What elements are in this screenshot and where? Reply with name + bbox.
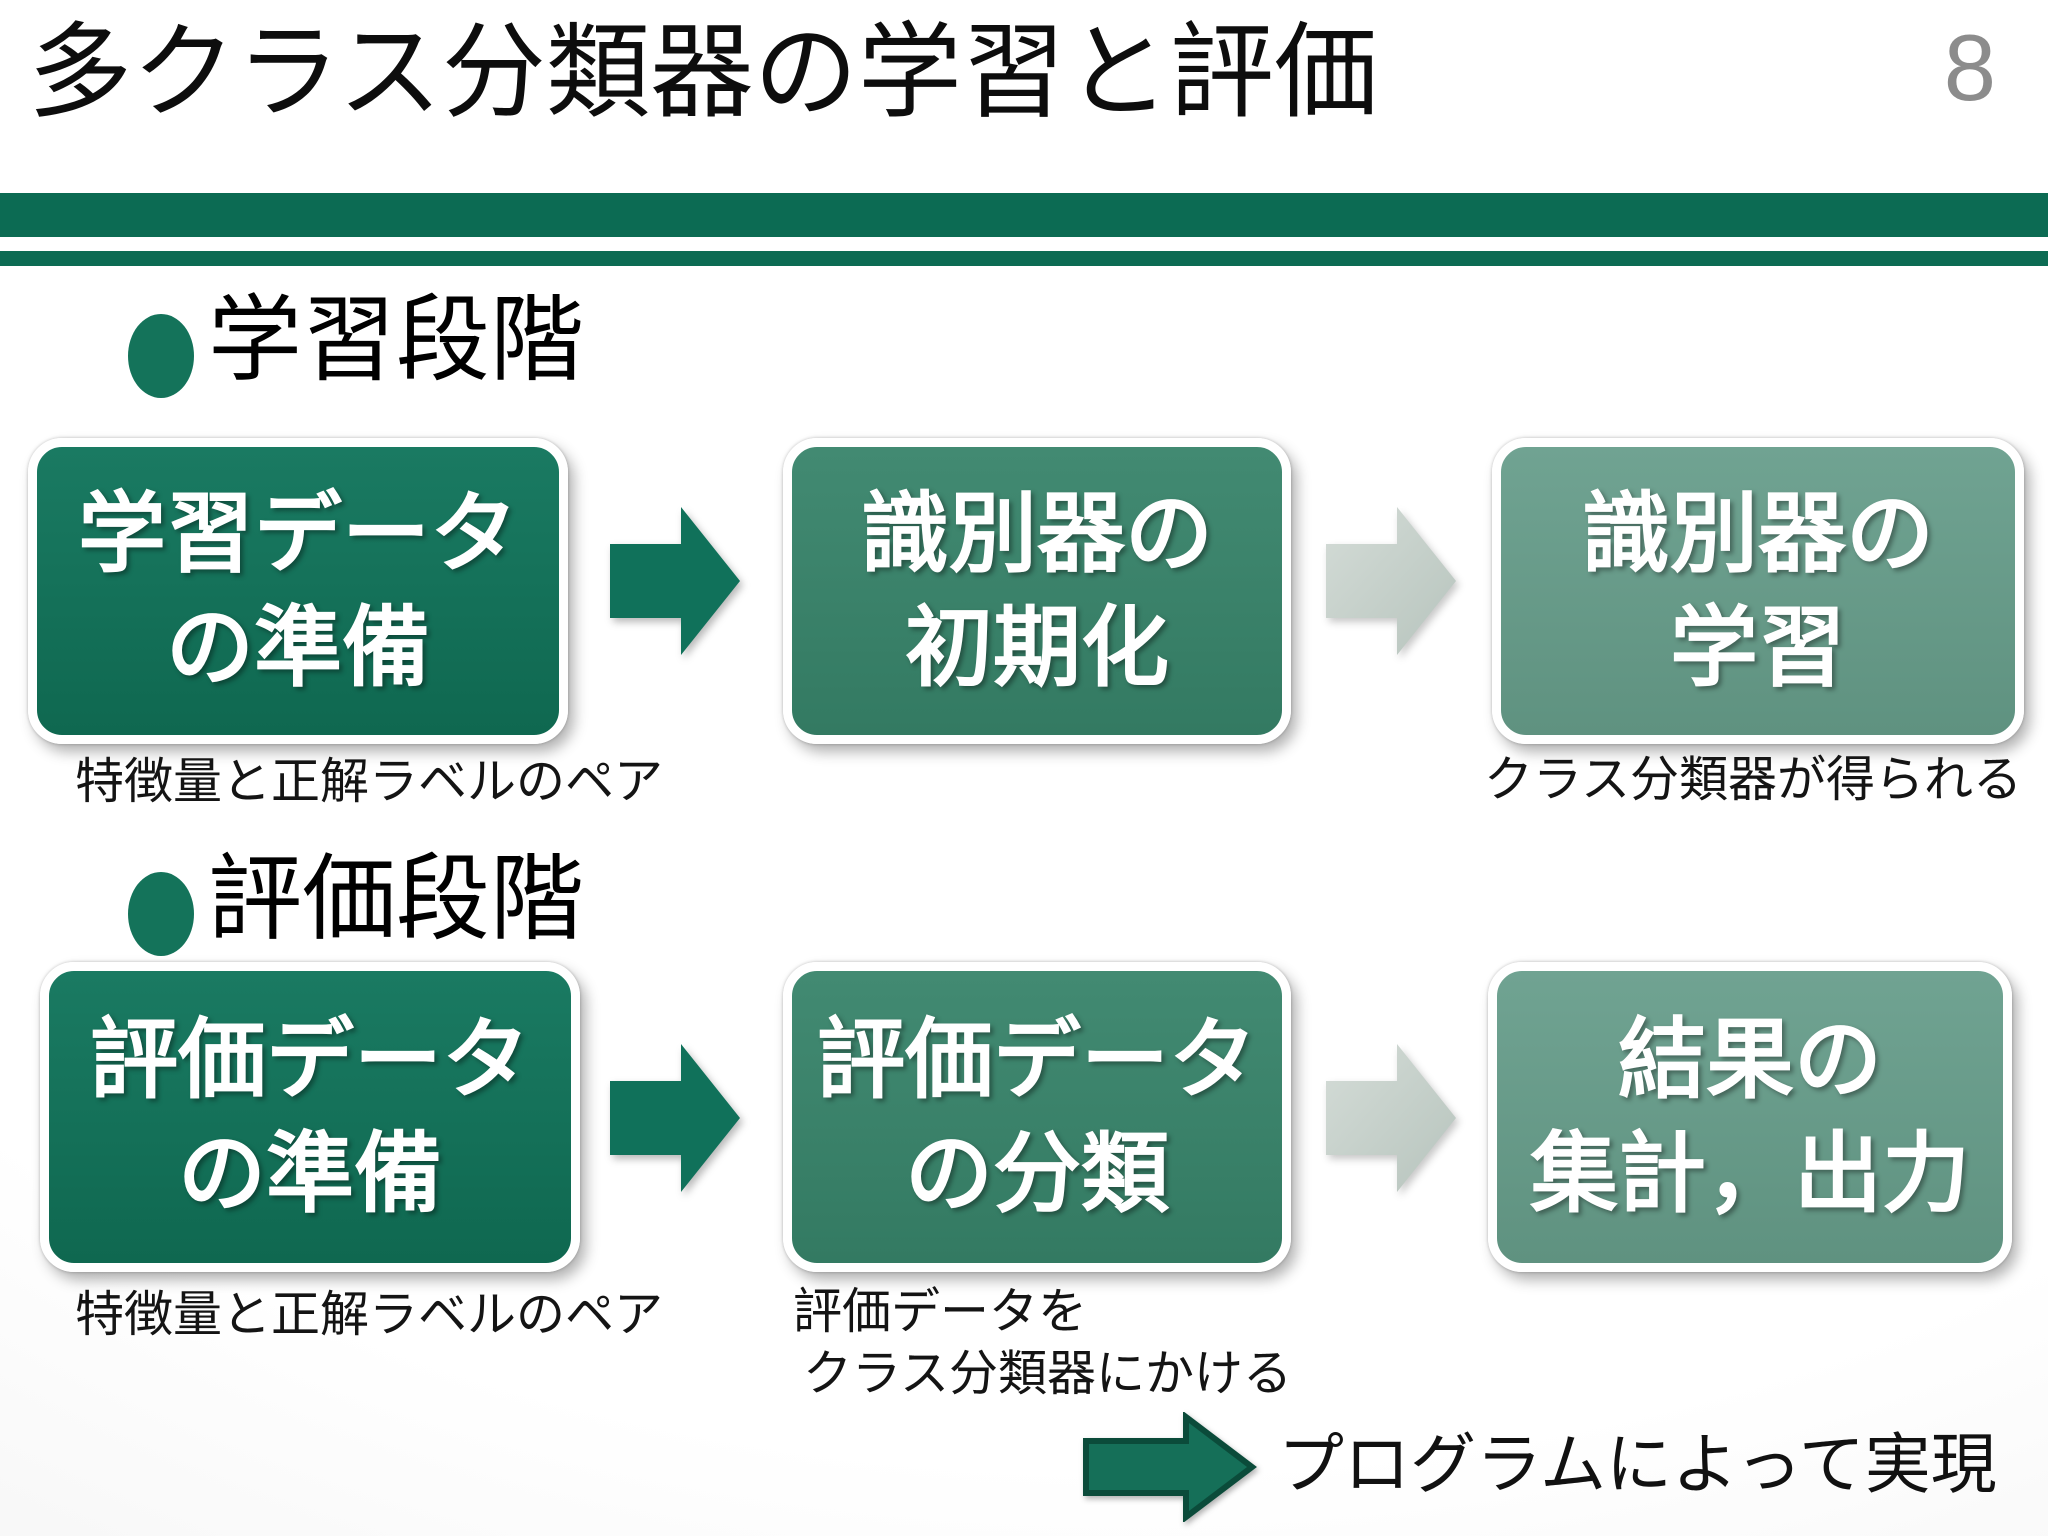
flow-box-line: 学習 bbox=[1669, 598, 1846, 697]
flow-box-training-data-preparation: 学習データ の準備 bbox=[28, 438, 568, 744]
legend-arrow-icon bbox=[1083, 1412, 1257, 1522]
flow-box-line: 学習データ bbox=[77, 483, 518, 583]
bullet-icon bbox=[128, 872, 194, 956]
flow-box-line: 識別器の bbox=[860, 483, 1213, 583]
caption-apply-classifier: 評価データを クラス分類器にかける bbox=[793, 1282, 1292, 1405]
flow-box-line: の準備 bbox=[165, 598, 430, 697]
caption-feature-label-pair-learning: 特徴量と正解ラベルのペア bbox=[75, 755, 664, 809]
bullet-icon bbox=[128, 314, 194, 398]
flow-box-line: の準備 bbox=[177, 1124, 442, 1223]
flow-box-classifier-initialization: 識別器の 初期化 bbox=[783, 438, 1291, 744]
title-underline-bar-thick bbox=[0, 193, 2048, 237]
page-number: 8 bbox=[1943, 15, 1996, 120]
flow-box-evaluation-data-classification: 評価データ の分類 bbox=[783, 962, 1291, 1272]
flow-box-line: 評価データ bbox=[89, 1009, 530, 1109]
caption-apply-classifier-line1: 評価データを bbox=[793, 1285, 1088, 1339]
flow-box-line: 識別器の bbox=[1581, 483, 1934, 583]
flow-box-result-aggregation-output: 結果の 集計，出力 bbox=[1488, 962, 2012, 1272]
flow-arrow-icon bbox=[610, 1044, 740, 1192]
flow-box-line: 集計，出力 bbox=[1529, 1124, 1970, 1223]
section-heading-evaluation: 評価段階 bbox=[208, 846, 585, 951]
flow-box-line: 初期化 bbox=[904, 598, 1169, 697]
section-heading-learning: 学習段階 bbox=[208, 287, 585, 392]
title-underline-bar-thin bbox=[0, 251, 2048, 266]
caption-classifier-obtained: クラス分類器が得られる bbox=[1484, 753, 2023, 807]
flow-box-classifier-training: 識別器の 学習 bbox=[1492, 438, 2024, 744]
legend-label: プログラムによって実現 bbox=[1278, 1427, 1997, 1501]
flow-arrow-icon bbox=[1326, 507, 1456, 655]
flow-arrow-icon bbox=[610, 507, 740, 655]
page-title: 多クラス分類器の学習と評価 bbox=[28, 15, 1378, 131]
flow-box-line: 評価データ bbox=[816, 1009, 1257, 1109]
flow-box-line: 結果の bbox=[1617, 1009, 1882, 1109]
flow-box-evaluation-data-preparation: 評価データ の準備 bbox=[40, 962, 580, 1272]
flow-arrow-icon bbox=[1326, 1044, 1456, 1192]
flow-box-line: の分類 bbox=[904, 1124, 1169, 1223]
caption-feature-label-pair-evaluation: 特徴量と正解ラベルのペア bbox=[75, 1288, 664, 1342]
caption-apply-classifier-line2: クラス分類器にかける bbox=[803, 1346, 1293, 1401]
